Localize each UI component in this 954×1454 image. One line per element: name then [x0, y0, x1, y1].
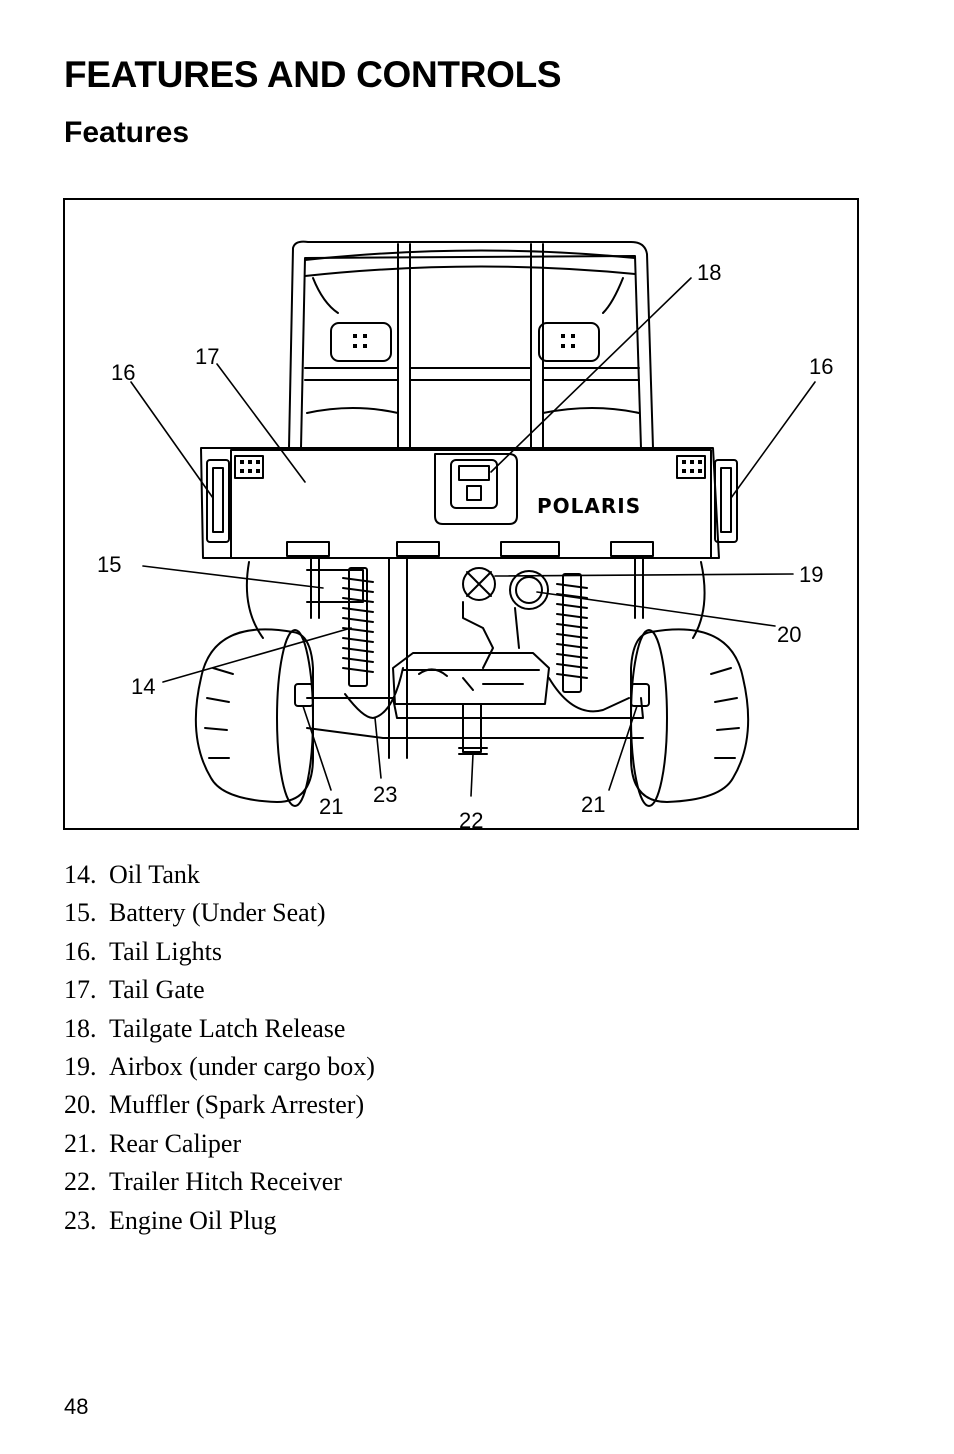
leader-20 [536, 591, 776, 627]
leader-21-left [302, 705, 332, 791]
legend-label: Muffler (Spark Arrester) [109, 1090, 365, 1120]
left-tail-light [206, 459, 230, 543]
vehicle-rear-diagram: POLARIS 18 17 16 16 15 19 20 14 21 23 22… [63, 198, 859, 830]
brand-logo: POLARIS [537, 494, 641, 518]
page-number: 48 [64, 1394, 89, 1419]
leader-21-right [608, 705, 638, 791]
page-title: FEATURES AND CONTROLS [64, 54, 562, 95]
callout-21-left: 21 [319, 794, 343, 819]
legend-label: Battery (Under Seat) [109, 898, 326, 928]
legend-item: 20. Muffler (Spark Arrester) [64, 1086, 375, 1124]
leader-19 [494, 573, 794, 577]
leader-23 [374, 717, 382, 779]
tail-gate [230, 449, 712, 559]
callout-15: 15 [97, 552, 121, 577]
left-wheel [194, 628, 314, 807]
callout-16-left: 16 [111, 360, 135, 385]
legend-item: 21. Rear Caliper [64, 1125, 375, 1163]
leader-16-right [730, 381, 816, 499]
legend-item: 18. Tailgate Latch Release [64, 1010, 375, 1048]
callout-21-right: 21 [581, 792, 605, 817]
legend-item: 16. Tail Lights [64, 933, 375, 971]
legend-label: Rear Caliper [109, 1128, 242, 1158]
leader-16-left [130, 381, 214, 499]
right-tail-light [714, 459, 738, 543]
vehicle-rear-drawing: POLARIS 18 17 16 16 15 19 20 14 21 23 22… [97, 240, 833, 830]
legend-number: 16. [64, 936, 97, 966]
legend-item: 15. Battery (Under Seat) [64, 894, 375, 932]
callout-14: 14 [131, 674, 155, 699]
legend-number: 17. [64, 975, 97, 1005]
legend-label: Tailgate Latch Release [109, 1013, 346, 1043]
legend-number: 23. [64, 1205, 97, 1235]
right-headrest [538, 322, 600, 362]
leader-17 [216, 363, 306, 483]
trailer-hitch-receiver [462, 703, 482, 753]
section-title: Features [64, 116, 190, 149]
leader-18 [490, 277, 692, 473]
callout-16-right: 16 [809, 354, 833, 379]
leader-14 [162, 627, 352, 683]
legend-item: 23. Engine Oil Plug [64, 1202, 375, 1240]
legend-label: Tail Lights [109, 936, 223, 966]
right-shock [556, 573, 588, 693]
tailgate-latch-release [434, 453, 518, 525]
oil-tank [392, 652, 550, 705]
legend-label: Airbox (under cargo box) [109, 1052, 375, 1082]
legend-item: 19. Airbox (under cargo box) [64, 1048, 375, 1086]
callout-19: 19 [799, 562, 823, 587]
legend-label: Engine Oil Plug [109, 1205, 277, 1235]
legend-label: Oil Tank [109, 860, 200, 889]
legend-number: 19. [64, 1052, 97, 1082]
legend-number: 20. [64, 1090, 97, 1120]
cargo-box [200, 447, 720, 559]
legend-item: 17. Tail Gate [64, 971, 375, 1009]
leader-22 [470, 753, 474, 797]
callout-20: 20 [777, 622, 801, 647]
callout-22: 22 [459, 808, 483, 830]
left-shock [342, 567, 374, 687]
callout-23: 23 [373, 782, 397, 807]
left-rear-caliper [294, 683, 314, 707]
right-wheel [630, 628, 750, 807]
muffler [509, 570, 549, 610]
legend-number: 22. [64, 1167, 97, 1197]
legend-item: 22. Trailer Hitch Receiver [64, 1163, 375, 1201]
feature-legend-list: 14. Oil Tank 15. Battery (Under Seat) 16. T… [64, 856, 375, 1240]
legend-label: Tail Gate [109, 975, 205, 1005]
legend-number: 21. [64, 1128, 97, 1158]
roll-cage [288, 240, 654, 449]
leader-lines [130, 277, 816, 797]
leader-15 [142, 565, 324, 589]
right-rear-caliper [630, 683, 650, 707]
airbox [462, 567, 496, 601]
legend-number: 15. [64, 898, 97, 928]
callout-18: 18 [697, 260, 721, 285]
legend-item: 14. Oil Tank [64, 856, 375, 894]
left-headrest [330, 322, 392, 362]
legend-number: 18. [64, 1013, 97, 1043]
callout-17: 17 [195, 344, 219, 369]
legend-label: Trailer Hitch Receiver [109, 1167, 342, 1197]
legend-number: 14. [64, 860, 97, 889]
